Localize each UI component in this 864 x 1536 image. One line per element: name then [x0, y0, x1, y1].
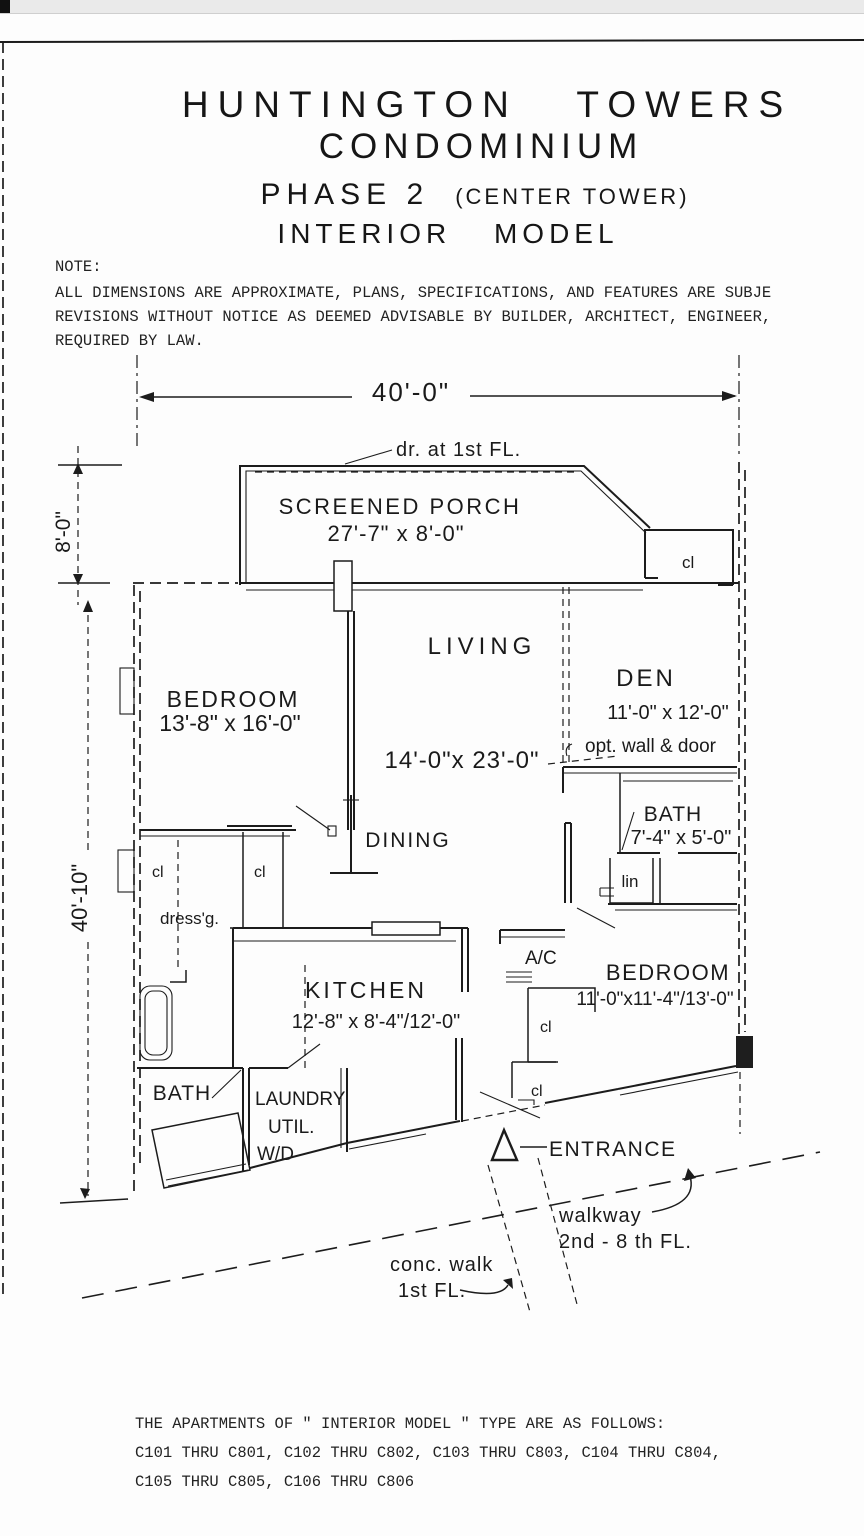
- closet-label: cl: [531, 1083, 543, 1100]
- entrance-label: ENTRANCE: [549, 1138, 677, 1161]
- kitchen-name: KITCHEN: [305, 977, 427, 1003]
- hall-bath-laundry-walls: [137, 1043, 348, 1172]
- dining-name: DINING: [365, 829, 451, 852]
- screened-porch-size: 27'-7" x 8'-0": [327, 521, 464, 546]
- door-1st-floor-label: dr. at 1st FL.: [396, 439, 521, 461]
- optional-wall-label: opt. wall & door: [585, 736, 717, 757]
- document-title-line4: INTERIOR MODEL: [277, 218, 619, 249]
- conc-walk-label: conc. walk: [390, 1254, 493, 1276]
- dimension-depth-label: 40'-10": [67, 864, 92, 932]
- walkway-floors-label: 2nd - 8 th FL.: [559, 1231, 692, 1253]
- closet-label: cl: [682, 553, 694, 572]
- document-title-line3: PHASE 2 (CENTER TOWER): [43, 178, 864, 212]
- dressing-closets-walls: [139, 825, 292, 1061]
- master-bath-name: BATH: [644, 803, 702, 826]
- note-line: REVISIONS WITHOUT NOTICE AS DEEMED ADVIS…: [55, 308, 772, 326]
- screened-porch-name: SCREENED PORCH: [279, 494, 522, 519]
- den-walls: [547, 587, 737, 793]
- closet-label: cl: [540, 1019, 552, 1036]
- kitchen-size: 12'-8" x 8'-4"/12'-0": [292, 1011, 460, 1033]
- bedroom1-size: 13'-8" x 16'-0": [159, 710, 300, 736]
- master-bath-size: 7'-4" x 5'-0": [631, 827, 732, 849]
- ac-label: A/C: [525, 948, 557, 969]
- apartment-list-line: C105 THRU C805, C106 THRU C806: [135, 1473, 415, 1491]
- document-title-line2: CONDOMINIUM: [318, 127, 644, 166]
- page-frame: [0, 39, 864, 1295]
- laundry-util: UTIL.: [268, 1117, 314, 1138]
- walkway-label: walkway: [558, 1205, 642, 1227]
- living-name: LIVING: [428, 633, 537, 660]
- dimension-porch-depth: 8'-0": [52, 446, 122, 605]
- scan-top-strip: [0, 0, 864, 14]
- bedroom2-name: BEDROOM: [606, 960, 730, 985]
- bedroom2-walls: [479, 822, 737, 1119]
- screened-porch-walls: [239, 449, 734, 586]
- note-line: ALL DIMENSIONS ARE APPROXIMATE, PLANS, S…: [55, 284, 772, 302]
- conc-walk-floor-label: 1st FL.: [398, 1280, 466, 1302]
- note-line: REQUIRED BY LAW.: [55, 332, 204, 350]
- kitchen-walls: [232, 921, 469, 1122]
- dimension-overall-width: 40'-0": [136, 355, 740, 458]
- walkway-lines: [81, 1151, 821, 1313]
- dimension-width-label: 40'-0": [372, 377, 450, 407]
- closet-label: cl: [152, 864, 164, 881]
- apartment-list-block: THE APARTMENTS OF " INTERIOR MODEL " TYP…: [135, 1410, 864, 1497]
- note-heading: NOTE:: [55, 258, 102, 276]
- tower-label: (CENTER TOWER): [455, 184, 690, 209]
- note-block: NOTE: ALL DIMENSIONS ARE APPROXIMATE, PL…: [55, 255, 864, 353]
- den-size: 11'-0" x 12'-0": [607, 702, 729, 724]
- bedroom2-size: 11'-0"x11'-4"/13'-0": [576, 989, 733, 1010]
- scan-corner-mark: [0, 0, 10, 13]
- dining-table-symbol: [330, 795, 378, 874]
- closet-label: cl: [254, 864, 266, 881]
- living-size: 14'-0"x 23'-0": [385, 747, 540, 774]
- linen-label: lin: [621, 872, 638, 891]
- bedroom1-walls: [140, 611, 355, 837]
- den-name: DEN: [616, 665, 676, 692]
- dressing-label: dress'g.: [160, 909, 219, 928]
- dimension-porch-label: 8'-0": [52, 511, 75, 553]
- hall-bath-name: BATH: [153, 1082, 211, 1105]
- laundry-name: LAUNDRY: [255, 1089, 346, 1110]
- exterior-side-walls: [117, 462, 753, 1192]
- bottom-exterior-wall: [151, 1065, 739, 1189]
- document-title-line1: HUNTINGTON TOWERS: [181, 84, 793, 125]
- phase-label: PHASE 2: [260, 178, 430, 211]
- entrance-marker: [490, 1126, 547, 1162]
- unit-top-wall: [133, 560, 739, 612]
- apartment-list-line: C101 THRU C801, C102 THRU C802, C103 THR…: [135, 1444, 721, 1462]
- dimension-overall-depth: 40'-10": [59, 600, 129, 1204]
- bedroom1-name: BEDROOM: [167, 686, 300, 712]
- apartment-list-line: THE APARTMENTS OF " INTERIOR MODEL " TYP…: [135, 1415, 666, 1433]
